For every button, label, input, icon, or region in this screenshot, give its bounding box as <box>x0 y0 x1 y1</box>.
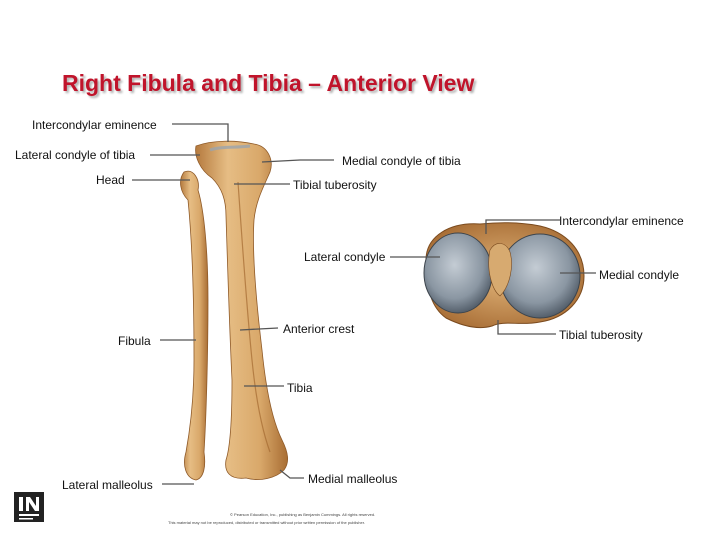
page-title: Right Fibula and Tibia – Anterior View <box>62 70 475 96</box>
label-tibial-tuberosity-right: Tibial tuberosity <box>559 328 643 342</box>
label-intercondylar-eminence-right: Intercondylar eminence <box>559 214 684 228</box>
publisher-logo-icon <box>14 492 44 522</box>
label-lateral-condyle: Lateral condyle <box>304 250 386 264</box>
label-tibial-tuberosity-left: Tibial tuberosity <box>293 178 377 192</box>
leader-anterior-crest <box>239 327 279 331</box>
tibial-plateau-superior-view <box>423 222 585 329</box>
label-medial-condyle-of-tibia: Medial condyle of tibia <box>342 154 461 168</box>
leader-intercondylar-eminence-left <box>172 123 229 142</box>
leader-intercondylar-eminence-right <box>485 219 560 234</box>
copyright-line-2: This material may not be reproduced, dis… <box>168 520 365 525</box>
label-tibia: Tibia <box>287 381 313 395</box>
label-lateral-condyle-of-tibia: Lateral condyle of tibia <box>15 148 136 162</box>
leader-medial-malleolus <box>279 469 304 479</box>
leader-medial-condyle-of-tibia <box>261 159 334 163</box>
label-head: Head <box>96 173 125 187</box>
copyright-line-1: © Pearson Education, Inc., publishing as… <box>230 512 376 517</box>
label-lateral-malleolus: Lateral malleolus <box>62 478 153 492</box>
tibia-bone <box>195 140 288 480</box>
leader-lines <box>132 123 596 485</box>
label-fibula: Fibula <box>118 334 151 348</box>
label-anterior-crest: Anterior crest <box>283 322 355 336</box>
fibula-bone <box>180 170 209 481</box>
label-intercondylar-eminence-left: Intercondylar eminence <box>32 118 157 132</box>
label-medial-condyle: Medial condyle <box>599 268 680 282</box>
label-medial-malleolus: Medial malleolus <box>308 472 398 486</box>
leader-tibial-tuberosity-right <box>497 320 556 335</box>
